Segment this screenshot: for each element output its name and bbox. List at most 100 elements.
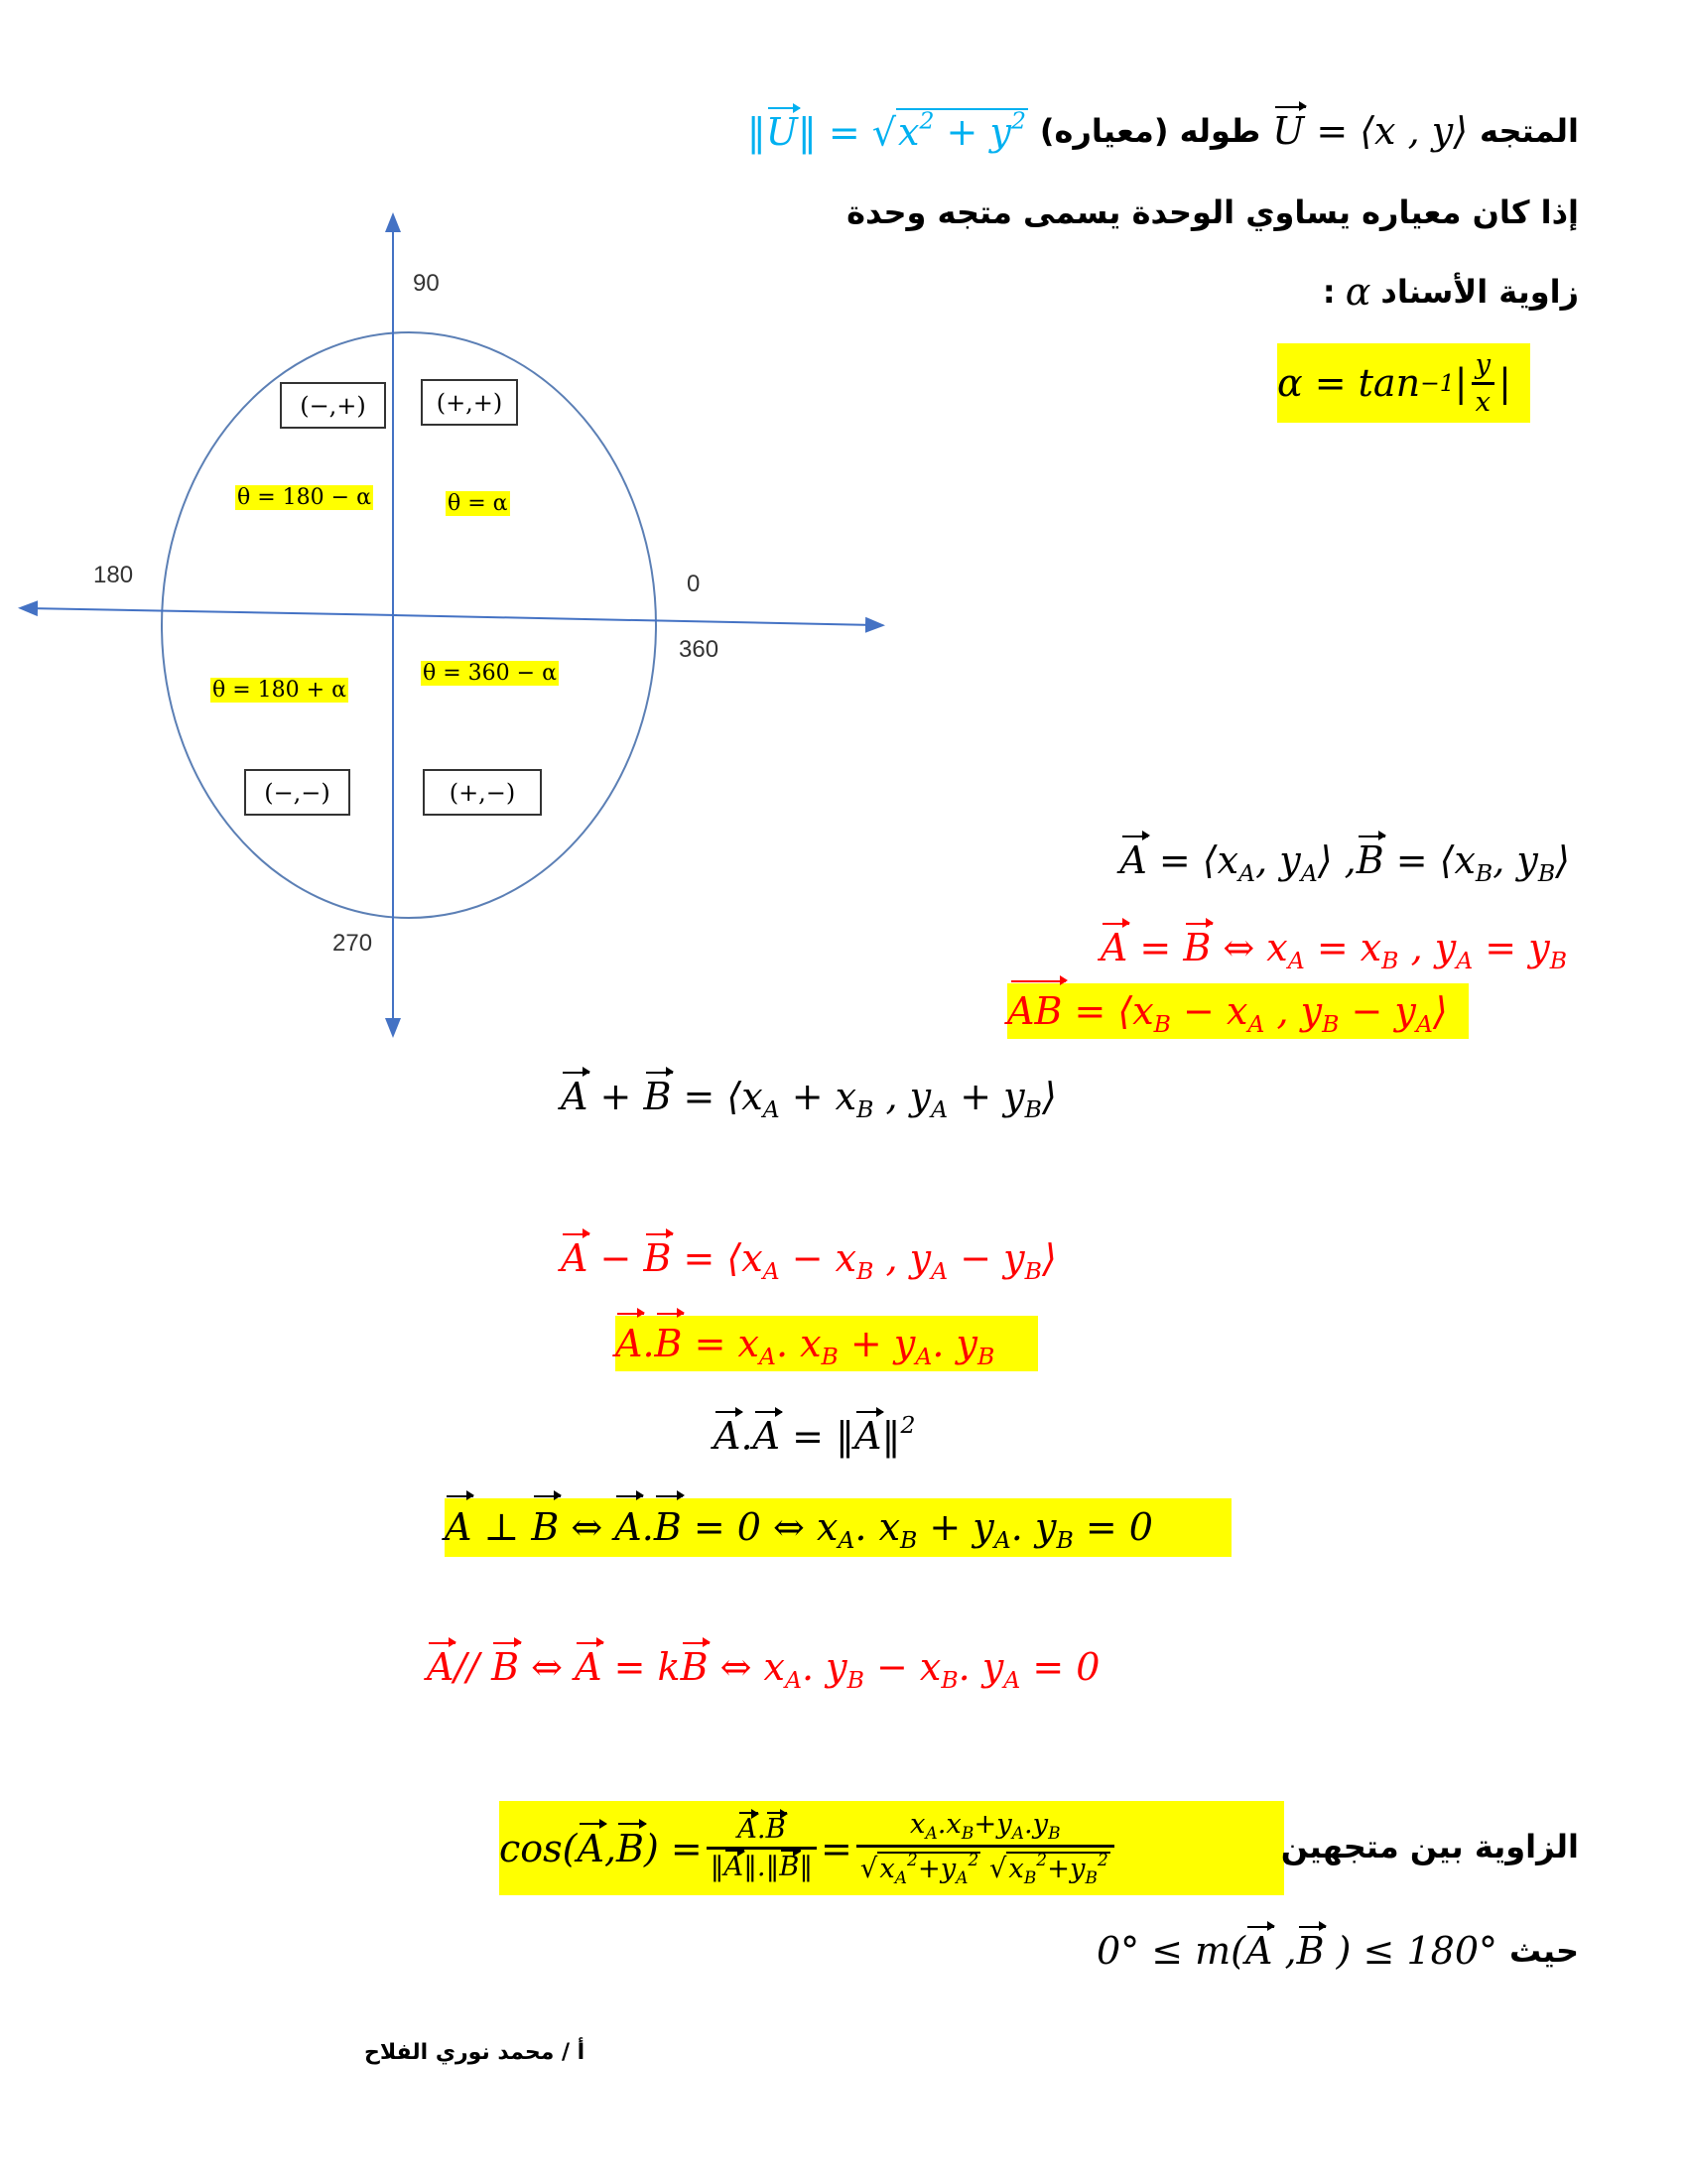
quadrant-1-angle: θ = α <box>446 491 510 516</box>
vector-definition-line: ‖U‖ = √x2 + y2 طوله (معياره) U = ⟨x , y⟩… <box>746 101 1579 155</box>
subscript: B <box>1322 1010 1340 1039</box>
vector-arrow: B <box>1296 1921 1328 1973</box>
subscript: B <box>1085 1866 1098 1887</box>
parallel-formula: A// B ⇔ A = kB ⇔ xA. yB − xB. yA = 0 <box>427 1637 1101 1695</box>
vector-arrow: B <box>616 1818 647 1870</box>
subscript: B <box>941 1666 959 1695</box>
dot-product-formula: A.B = xA. xB + yA. yB <box>615 1308 1038 1371</box>
subscript: A <box>925 1823 938 1844</box>
cosine-label: الزاوية بين متجهين <box>1280 1828 1579 1865</box>
subscript: B <box>821 1343 839 1371</box>
subscript: B <box>1024 1095 1042 1124</box>
vector-arrow: B <box>531 1490 563 1557</box>
numerator: y <box>1471 349 1495 385</box>
vector-arrow: A <box>561 1067 591 1118</box>
vector-arrow: A <box>615 1308 646 1371</box>
subscript: A <box>956 1866 969 1887</box>
vector-arrow: B <box>491 1637 522 1689</box>
radicand: xA2+yA2 <box>877 1850 981 1887</box>
superscript: 2 <box>900 1411 916 1439</box>
vector-label: المتجه <box>1480 111 1579 150</box>
subscript: A <box>1238 859 1256 888</box>
vector-arrow: B <box>654 1490 685 1557</box>
vector-arrow: B <box>1183 918 1214 969</box>
vector-arrow: A <box>1245 1921 1276 1973</box>
subscript: A <box>1287 947 1305 975</box>
vector-arrow: A <box>737 1808 759 1845</box>
subscript: B <box>976 1343 995 1371</box>
vector-arrow: A <box>752 1406 784 1459</box>
vector-arrow: B <box>779 1846 802 1882</box>
vector-arrow: A <box>445 1490 475 1557</box>
vector-arrow: A <box>577 1818 608 1870</box>
quadrant-2-angle: θ = 180 − α <box>235 485 373 510</box>
subscript: B <box>961 1823 974 1844</box>
subscript: B <box>900 1526 918 1555</box>
label-360: 360 <box>679 636 719 663</box>
subscript: A <box>762 1095 780 1124</box>
vector-arrow: A <box>854 1406 885 1459</box>
perpendicular-formula: A ⊥ B ⇔ A.B = 0 ⇔ xA. xB + yA. yB = 0 <box>445 1490 1232 1557</box>
vector-arrow: A <box>427 1637 457 1689</box>
subscript: A <box>838 1526 855 1555</box>
subscript: A <box>762 1257 780 1286</box>
vector-arrow: A <box>1100 918 1131 969</box>
vector-arrow: B <box>643 1067 675 1118</box>
subscript: A <box>1003 1666 1021 1695</box>
superscript: −1 <box>1420 369 1455 397</box>
subscript: B <box>1549 947 1567 975</box>
subscript: A <box>915 1343 933 1371</box>
numerator: xA.xB+yA.yB <box>855 1809 1114 1849</box>
angle-range-line: 0° ≤ m(A ,B ) ≤ 180° حيث <box>1096 1921 1579 1973</box>
vector-arrow: A <box>561 1228 591 1280</box>
subscript: A <box>784 1666 802 1695</box>
subscript: A <box>1456 947 1474 975</box>
ab-vector-formula: AB = ⟨xB − xA , yB − yA⟩ <box>1007 975 1469 1039</box>
fraction: A.B‖A‖.‖B‖ <box>706 1808 818 1882</box>
subscript: A <box>993 1526 1011 1555</box>
subscript: B <box>856 1257 874 1286</box>
subscript: A <box>931 1257 949 1286</box>
author-signature: أ / محمد نوري الفلاح <box>364 2040 585 2065</box>
unit-vector-text: إذا كان معياره يساوي الوحدة يسمى متجه وح… <box>846 193 1579 231</box>
fraction: xA.xB+yA.yB√xA2+yA2 √xB2+yB2 <box>855 1809 1114 1887</box>
reference-angle-line: : α زاوية الأسناد <box>1323 270 1579 314</box>
numerator: A.B <box>706 1808 818 1850</box>
vector-arrow: A <box>714 1406 744 1459</box>
quadrant-1-sign: (+,+) <box>421 379 518 426</box>
quadrant-4-sign: (+,−) <box>423 769 542 816</box>
components-formula: A = ⟨xA, yA⟩ ,B = ⟨xB, yB⟩ <box>1119 831 1570 888</box>
quadrant-3-angle: θ = 180 + α <box>210 678 348 703</box>
subscript: B <box>1537 859 1556 888</box>
x-axis-left <box>18 600 398 617</box>
superscript: 2 <box>919 107 935 135</box>
self-dot-formula: A.A = ‖A‖2 <box>714 1406 916 1459</box>
subscript: B <box>1475 859 1493 888</box>
subscript: B <box>1048 1823 1061 1844</box>
subscript: A <box>1247 1010 1265 1039</box>
superscript: 2 <box>1036 1850 1048 1870</box>
radicand: x2 + y2 <box>896 107 1028 155</box>
quadrant-3-sign: (−,−) <box>244 769 350 816</box>
subscript: B <box>856 1095 874 1124</box>
subscript: A <box>1011 1823 1024 1844</box>
vector-arrow: B <box>765 1808 788 1845</box>
superscript: 2 <box>1010 107 1026 135</box>
radicand: xB2+yB2 <box>1006 1850 1110 1887</box>
superscript: 2 <box>907 1850 918 1870</box>
unit-ellipse <box>161 331 657 919</box>
cosine-formula: cos(A,B) = A.B‖A‖.‖B‖ = xA.xB+yA.yB√xA2+… <box>499 1801 1284 1895</box>
vector-arrow: A <box>575 1637 605 1689</box>
angle-range-formula: 0° ≤ m(A ,B ) ≤ 180° <box>1096 1921 1497 1973</box>
vector-arrow: A <box>1119 831 1151 882</box>
denominator: x <box>1475 386 1492 418</box>
norm-formula: ‖U‖ = √x2 + y2 <box>746 102 1028 155</box>
subscript: A <box>931 1095 949 1124</box>
sum-formula: A + B = ⟨xA + xB , yA + yB⟩ <box>561 1067 1057 1124</box>
label-90: 90 <box>413 270 440 297</box>
vector-arrow: B <box>655 1308 686 1371</box>
subscript: B <box>1381 947 1399 975</box>
vector-arrow: B <box>680 1637 712 1689</box>
